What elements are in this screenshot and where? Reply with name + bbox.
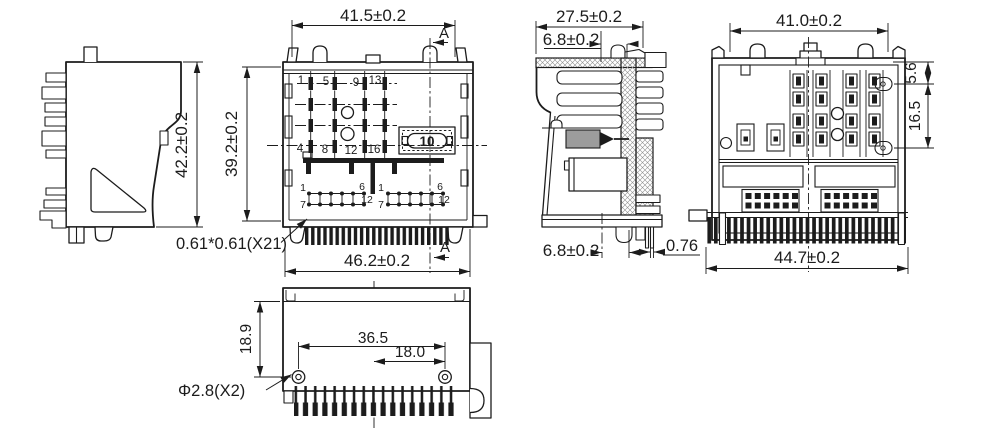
dim-side-height: 42.2±0.2 xyxy=(172,112,191,178)
section-marker-bottom: A xyxy=(440,239,450,256)
dim-front-left-height: 39.2±0.2 xyxy=(222,111,241,177)
side-view: 42.2±0.2 xyxy=(39,46,203,244)
mount-hole-left xyxy=(291,370,306,384)
section-view: 27.5±0.2 6.8±0.2 6.8±0.2 0.76 xyxy=(535,7,700,260)
insert-box: 10 xyxy=(398,126,456,155)
lower-pin-group-1: 1 6 7 12 xyxy=(300,181,373,211)
bottom-view: 18.9 36.5 18.0 Φ2.8(X2) xyxy=(178,281,492,428)
contact-slots xyxy=(789,70,884,157)
pin-group-label: 6 xyxy=(359,181,365,193)
dim-bottom-depth: 18.9 xyxy=(238,324,255,354)
cavity-pin-9: 9 xyxy=(353,77,359,89)
cavity-pin-16: 16 xyxy=(368,144,381,156)
pin-group-label: 1 xyxy=(378,182,384,194)
terminal-grid-1 xyxy=(741,188,800,213)
dim-front-top-width: 41.5±0.2 xyxy=(340,6,406,25)
back-view: 41.0±0.2 5.6 16.5 44.7±0.2 xyxy=(688,11,934,274)
dim-back-lower-right: 16.5 xyxy=(907,101,924,131)
cavity-pin-12: 12 xyxy=(345,145,358,157)
dim-bottom-hole-offset: 18.0 xyxy=(395,344,426,361)
dim-section-top-offset: 6.8±0.2 xyxy=(543,30,600,49)
pin-group-label: 1 xyxy=(300,182,306,194)
cavity-pin-8: 8 xyxy=(322,144,328,156)
contact-pins xyxy=(308,77,387,153)
pin-group-label: 6 xyxy=(437,181,443,193)
latch-block xyxy=(565,129,629,149)
dim-back-bottom-width: 44.7±0.2 xyxy=(774,248,840,267)
pin-group-label: 7 xyxy=(378,199,384,211)
note-pin-pitch: 0.61*0.61(X21) xyxy=(176,235,287,253)
dim-section-pin-width: 0.76 xyxy=(666,237,698,255)
mount-hole-right xyxy=(438,370,452,384)
insert-label: 10 xyxy=(419,134,434,149)
lower-pin-group-2: 1 6 7 12 xyxy=(378,181,450,211)
note-hole-dia: Φ2.8(X2) xyxy=(178,382,245,400)
pin-group-label: 12 xyxy=(438,194,450,206)
pin-group-label: 12 xyxy=(361,194,373,206)
dim-back-top-width: 41.0±0.2 xyxy=(776,11,842,30)
cavity-pin-13: 13 xyxy=(369,75,382,87)
dim-section-top-width: 27.5±0.2 xyxy=(556,7,622,26)
section-marker-top: A xyxy=(439,25,449,42)
cavity-pin-1: 1 xyxy=(298,75,304,87)
dim-back-upper-right: 5.6 xyxy=(903,62,920,84)
dim-bottom-hole-span: 36.5 xyxy=(358,330,388,347)
pin-group-label: 7 xyxy=(300,199,306,211)
cavity-pin-4: 4 xyxy=(297,143,304,155)
front-view: 1 5 9 13 4 8 12 16 10 1 xyxy=(176,6,488,277)
dim-section-bottom-offset: 6.8±0.2 xyxy=(543,241,600,260)
cavity-pin-5: 5 xyxy=(323,76,329,88)
dim-front-bottom-width: 46.2±0.2 xyxy=(344,251,410,270)
